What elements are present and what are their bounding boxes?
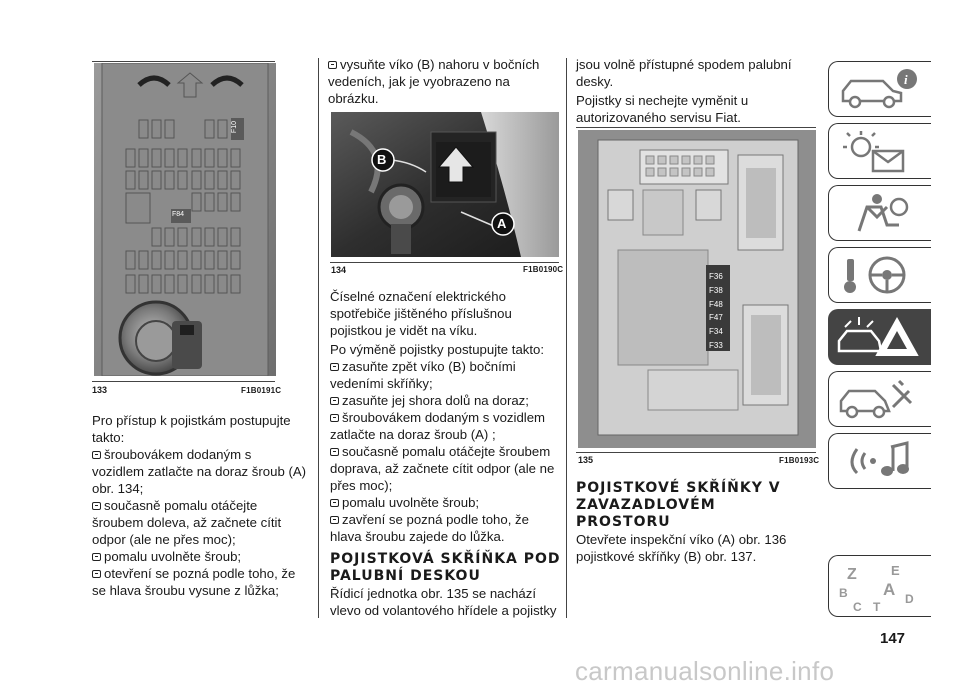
column-2-text: Číselné označení elektrického spotřebiče… bbox=[330, 288, 562, 619]
bullet-icon bbox=[92, 570, 101, 578]
col2-para2: Po výměně pojistky postupujte takto: bbox=[330, 342, 545, 357]
col1-intro: Pro přístup k pojistkám postupujte takto… bbox=[92, 413, 291, 445]
bullet-icon bbox=[328, 61, 337, 69]
car-service-tools-icon bbox=[839, 379, 913, 419]
figure-134-rule bbox=[330, 262, 559, 263]
car-info-icon: i bbox=[841, 69, 917, 109]
tab-safety[interactable] bbox=[828, 185, 931, 241]
col2-para1: Číselné označení elektrického spotřebiče… bbox=[330, 289, 512, 338]
fuse-label-f47: F47 bbox=[709, 313, 723, 323]
fuse-label-f10: F10 bbox=[231, 121, 238, 134]
tab-maintenance[interactable] bbox=[828, 371, 931, 427]
col2-para3: Řídicí jednotka obr. 135 se nachází vlev… bbox=[330, 586, 557, 618]
bullet-icon bbox=[330, 448, 339, 456]
col1-bullet: otevření se pozná podle toho, že se hlav… bbox=[92, 566, 296, 598]
fuse-labels: F36 F38 F48 F47 F34 F33 bbox=[709, 270, 723, 353]
figure-133-fuse-lid: F10 F84 bbox=[94, 63, 276, 376]
bullet-icon bbox=[92, 502, 101, 510]
warning-lights-message-icon bbox=[843, 131, 905, 173]
section-heading-dashboard-fuse-box: POJISTKOVÁ SKŘÍŇKA POD PALUBNÍ DESKOU bbox=[330, 551, 561, 584]
bullet-icon bbox=[330, 363, 339, 371]
page-number: 147 bbox=[880, 630, 906, 647]
callout-a: A bbox=[497, 216, 507, 231]
svg-text:i: i bbox=[904, 72, 908, 87]
col2-bullet: současně pomalu otáčejte šroubem doprava… bbox=[330, 444, 555, 493]
fuse-label-f33: F33 bbox=[709, 340, 723, 350]
figure-134-engine-bay: B A bbox=[331, 112, 559, 257]
fuse-label-f36: F36 bbox=[709, 272, 723, 281]
seat-airbag-icon bbox=[857, 194, 909, 232]
bullet-icon bbox=[330, 516, 339, 524]
figure-135-code: F1B0193C bbox=[779, 456, 820, 465]
index-letter: D bbox=[905, 592, 914, 606]
col3-para3: Otevřete inspekční víko (A) obr. 136 poj… bbox=[576, 532, 787, 564]
car-breakdown-warning-icon bbox=[837, 316, 919, 356]
bullet-icon bbox=[92, 451, 101, 459]
figure-135-control-unit: F36 F38 F48 F47 F34 F33 bbox=[578, 130, 816, 448]
col3-para2: Pojistky si nechejte vyměnit u autorizov… bbox=[576, 93, 749, 125]
fuse-label-f38: F38 bbox=[709, 285, 723, 295]
col2-bullet-top: vysuňte víko (B) nahoru v bočních vedení… bbox=[328, 57, 540, 106]
bullet-icon bbox=[330, 499, 339, 507]
fuse-label-f84: F84 bbox=[172, 211, 185, 218]
column-divider bbox=[566, 58, 567, 618]
index-letter: T bbox=[873, 600, 881, 613]
section-heading-luggage-fuse-boxes: POJISTKOVÉ SKŘÍŇKY V ZAVAZADLOVÉM PROSTO… bbox=[576, 480, 781, 530]
tab-multimedia[interactable] bbox=[828, 433, 931, 489]
column-3-top-text: jsou volně přístupné spodem palubní desk… bbox=[576, 56, 811, 126]
watermark: carmanualsonline.info bbox=[575, 656, 835, 686]
col1-bullet: šroubovákem dodaným s vozidlem zatlačte … bbox=[92, 447, 307, 496]
index-letter: Z bbox=[847, 566, 857, 583]
col3-rule bbox=[576, 127, 816, 128]
col2-bullet: zasuňte jej shora dolů na doraz; bbox=[330, 392, 562, 409]
bullet-icon bbox=[330, 414, 339, 422]
figure-133-code: F1B0191C bbox=[241, 386, 282, 395]
multimedia-music-icon bbox=[850, 441, 909, 476]
column-divider bbox=[318, 58, 319, 618]
alphabetical-index-icon: Z E B A C T D bbox=[839, 563, 914, 613]
index-letter: E bbox=[891, 563, 900, 578]
tab-emergency[interactable] bbox=[828, 309, 931, 365]
tab-car-info[interactable]: i bbox=[828, 61, 931, 117]
callout-b: B bbox=[377, 152, 387, 167]
figure-134-number: 134 bbox=[331, 265, 347, 275]
fuse-label-f34: F34 bbox=[709, 327, 723, 337]
figure-133-rule bbox=[92, 381, 275, 382]
fuse-label-f48: F48 bbox=[709, 299, 723, 309]
index-letter: C bbox=[853, 600, 862, 613]
figure-134-code: F1B0190C bbox=[523, 265, 564, 274]
col1-bullet: současně pomalu otáčejte šroubem doleva,… bbox=[92, 498, 282, 547]
figure-135-rule bbox=[576, 452, 816, 453]
column-3-text: POJISTKOVÉ SKŘÍŇKY V ZAVAZADLOVÉM PROSTO… bbox=[576, 480, 812, 565]
index-letter: B bbox=[839, 586, 848, 600]
col2-bullet: zavření se pozná podle toho, že hlava šr… bbox=[330, 512, 529, 544]
index-letter: A bbox=[883, 580, 895, 599]
bullet-icon bbox=[330, 397, 339, 405]
bullet-icon bbox=[92, 553, 101, 561]
col2-bullet: zasuňte zpět víko (B) bočními vedeními s… bbox=[330, 359, 516, 391]
key-steering-wheel-icon bbox=[844, 256, 906, 294]
tab-index[interactable]: Z E B A C T D bbox=[828, 555, 931, 617]
column-2-top-text: vysuňte víko (B) nahoru v bočních vedení… bbox=[328, 56, 558, 107]
col2-bullet: pomalu uvolněte šroub; bbox=[330, 494, 562, 511]
figure-133-number: 133 bbox=[92, 385, 108, 395]
figure-135-number: 135 bbox=[578, 455, 594, 465]
tab-starting-driving[interactable] bbox=[828, 247, 931, 303]
col3-para1: jsou volně přístupné spodem palubní desk… bbox=[576, 57, 792, 89]
tab-warning-lights-messages[interactable] bbox=[828, 123, 931, 179]
column-1-text: Pro přístup k pojistkám postupujte takto… bbox=[92, 412, 307, 599]
col2-bullet: šroubovákem dodaným s vozidlem zatlačte … bbox=[330, 410, 546, 442]
top-rule-col1 bbox=[92, 61, 275, 62]
col1-bullet: pomalu uvolněte šroub; bbox=[92, 548, 307, 565]
